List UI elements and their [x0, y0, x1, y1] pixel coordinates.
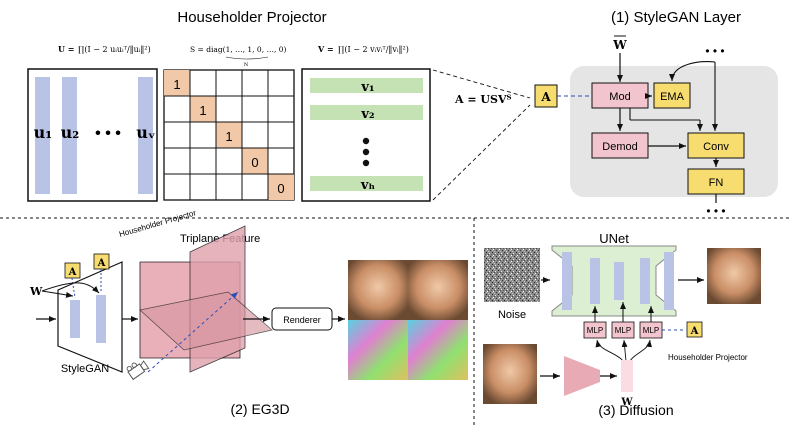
noise-image	[484, 248, 540, 302]
u-label-w: uᵥ	[136, 123, 156, 142]
diag-value-1: 1	[173, 77, 180, 92]
u-column-1	[35, 77, 50, 194]
eg3d-output-face-1	[348, 260, 408, 320]
layer-top-dots: • • •	[705, 44, 724, 58]
eg3d-layer-bar-2	[96, 295, 106, 343]
diffusion-input-face	[483, 344, 537, 404]
unet-bar-1	[562, 252, 572, 310]
eg3d-w-arrow-1	[41, 290, 74, 298]
eg3d-output-geometry-1	[348, 320, 408, 380]
diffusion-output-face	[707, 248, 761, 304]
eg3d-stylegan-block	[57, 261, 123, 373]
unet-bar-4	[640, 258, 650, 304]
w-vector	[621, 360, 633, 392]
noise-label: Noise	[498, 309, 526, 321]
diag-value-3: 1	[225, 129, 232, 144]
stylegan-layer-title: (1) StyleGAN Layer	[611, 9, 741, 26]
eq-s-underbrace	[225, 56, 269, 60]
triplane-feature	[139, 225, 273, 373]
diffusion-householder-label: Householder Projector	[668, 353, 748, 362]
diffusion-w-label: W	[620, 397, 633, 408]
unet-bar-5	[664, 252, 674, 310]
renderer-label: Renderer	[283, 315, 321, 325]
conv-block	[687, 132, 745, 159]
eq-u-lhs: U =	[58, 44, 74, 54]
dots-to-ema-arrow	[669, 60, 716, 82]
conv-label: Conv	[703, 141, 729, 153]
fn-label: FN	[709, 177, 724, 189]
v-label-2: v₂	[360, 107, 374, 122]
v-row-2	[310, 105, 423, 120]
a-box-layer-label: A	[540, 90, 551, 104]
mod-label: Mod	[609, 91, 630, 103]
eq-u-rhs: ∏(I − 2 uᵢuᵢᵀ/‖uᵢ‖²)	[78, 45, 151, 54]
camera-ray	[147, 291, 239, 373]
camera-icon	[126, 360, 150, 381]
unet-bar-3	[614, 262, 624, 300]
eg3d-stylegan-label: StyleGAN	[61, 363, 109, 375]
v-ellipsis-dot-1	[362, 137, 370, 145]
demod-block	[591, 132, 649, 159]
diffusion-a-label: A	[690, 326, 699, 337]
ema-label: EMA	[660, 91, 685, 103]
u-column-w	[138, 77, 153, 194]
mlp-label-3: MLP	[643, 326, 659, 335]
eg3d-layer-bar-1	[70, 300, 80, 338]
layer-bottom-dots: • • •	[706, 204, 725, 218]
v-row-h	[310, 176, 423, 191]
eg3d-output-geometry-2	[408, 320, 468, 380]
u-label-1: u₁	[34, 123, 53, 142]
ema-block	[653, 82, 691, 109]
eq-v-lhs: V =	[317, 44, 334, 54]
eg3d-title: (2) EG3D	[230, 401, 289, 417]
diffusion-a-box	[686, 321, 703, 338]
eg3d-a-label-1: A	[68, 267, 77, 278]
unet-label: UNet	[599, 231, 629, 246]
eg3d-output-face-2	[408, 260, 468, 320]
svd-equation: A = USVᵀ	[454, 93, 511, 106]
diag-value-4: 0	[251, 155, 258, 170]
v-row-1	[310, 78, 423, 93]
diffusion-title: (3) Diffusion	[598, 402, 673, 418]
connector-bottom	[432, 104, 531, 201]
eg3d-w-arrow-2	[41, 282, 100, 294]
v-ellipsis-dot-2	[362, 148, 370, 156]
u-ellipsis: • • •	[95, 125, 121, 142]
u-column-2	[62, 77, 77, 194]
mlp-label-1: MLP	[587, 326, 603, 335]
eg3d-a1-link	[71, 277, 76, 299]
eq-s-under: N	[244, 62, 249, 68]
diag-value-2: 1	[199, 103, 206, 118]
unet-bar-2	[590, 258, 600, 304]
v-ellipsis-dot-3	[362, 159, 370, 167]
u-label-2: u₂	[61, 123, 80, 142]
v-label-1: v₁	[360, 80, 374, 95]
eq-s: S = diag(1, …, 1, 0, …, 0)	[190, 45, 287, 54]
w-label-layer: W	[612, 38, 627, 52]
s-diagonal-matrix	[163, 69, 295, 201]
eg3d-a-label-2: A	[97, 258, 106, 269]
eg3d-w-label: W	[29, 285, 43, 298]
fn-block	[687, 168, 745, 195]
mod-block	[591, 82, 649, 109]
eq-v-rhs: ∏(I − 2 vᵢvᵢᵀ/‖vᵢ‖²)	[338, 45, 409, 54]
connector-top	[432, 69, 531, 99]
diag-value-5: 0	[277, 181, 284, 196]
mlp-label-2: MLP	[615, 326, 631, 335]
demod-label: Demod	[602, 141, 637, 153]
encoder-block-shape	[564, 356, 600, 396]
v-label-h: vₕ	[360, 178, 376, 193]
householder-title: Householder Projector	[177, 9, 326, 26]
